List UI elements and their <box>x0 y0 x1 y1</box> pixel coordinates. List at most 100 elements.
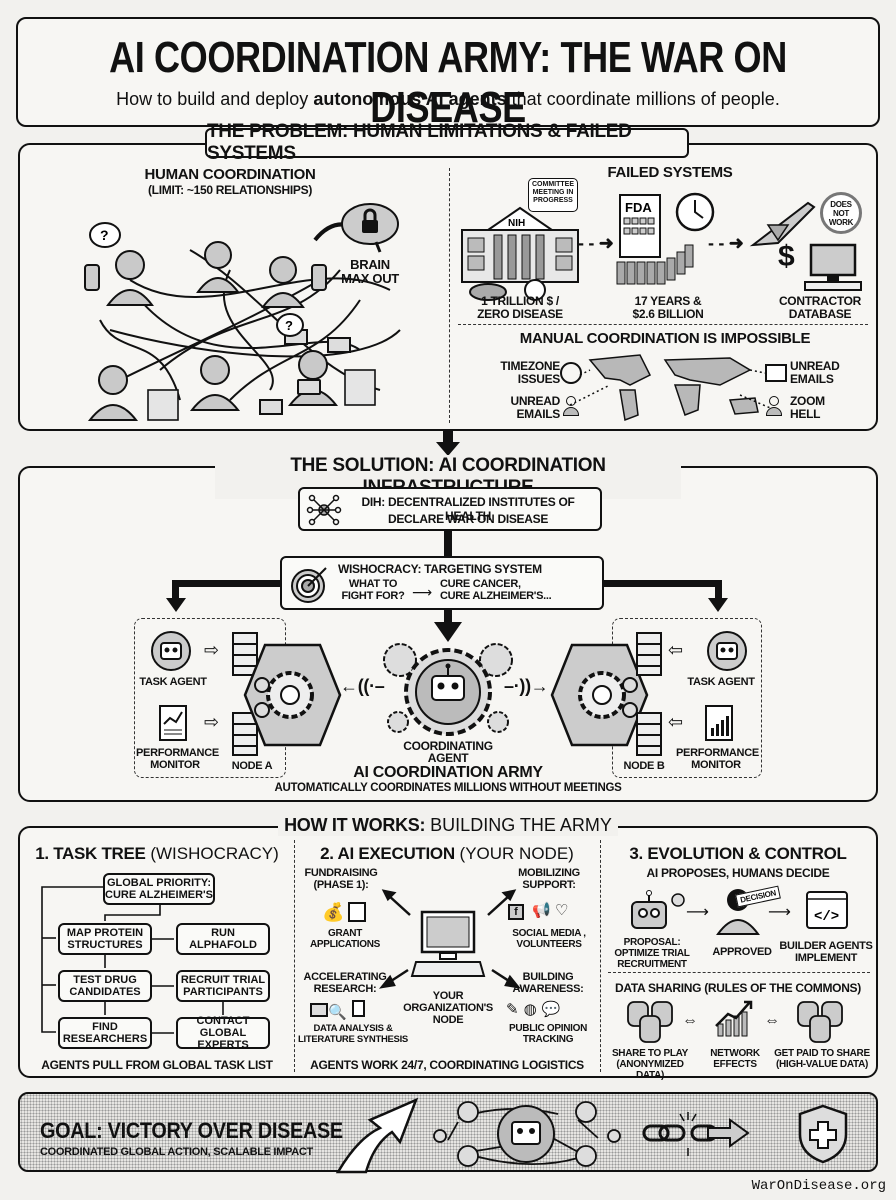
svg-text:</>: </> <box>814 909 839 925</box>
fundraising-heading: FUNDRAISING (PHASE 1): <box>296 867 386 891</box>
awareness-icons: ✎◍💬 <box>506 1000 565 1018</box>
fund-cap-1: GRANT <box>327 928 363 939</box>
human-coordination-limit: (LIMIT: ~150 RELATIONSHIPS) <box>147 183 313 197</box>
coordinating-agent-label: COORDINATING AGENT <box>398 740 498 764</box>
fda-caption-2: $2.6 BILLION <box>632 307 704 321</box>
task-node[interactable]: MAP PROTEIN STRUCTURES <box>58 923 152 955</box>
task-node[interactable]: TEST DRUG CANDIDATES <box>58 970 152 1002</box>
human-coordination-title: HUMAN COORDINATION <box>144 166 316 183</box>
envelope-icon <box>765 364 787 382</box>
person-icon <box>563 396 579 418</box>
shield-cross-icon <box>798 1104 848 1164</box>
task-node-line1: CONTACT <box>196 1015 250 1027</box>
dih-box: DIH: DECENTRALIZED INSTITUTES OF HEALTH … <box>298 487 602 531</box>
server-rack-icon <box>636 712 662 756</box>
how-title-rest: BUILDING THE ARMY <box>425 815 612 835</box>
connector-left <box>172 580 282 587</box>
task-node[interactable]: RECRUIT TRIAL PARTICIPANTS <box>176 970 270 1002</box>
goal-title: GOAL: VICTORY OVER DISEASE <box>40 1118 343 1143</box>
task-agent-label-b: TASK AGENT <box>687 676 755 688</box>
wish-q1: WHAT TO <box>348 578 398 590</box>
unread-right-label-2: EMAILS <box>790 372 834 386</box>
wishocracy-answer: CURE CANCER, CURE ALZHEIMER'S... <box>440 578 552 602</box>
your-node-label: YOUR ORGANIZATION'S NODE <box>400 990 496 1026</box>
ai-execution-title: 2. AI EXECUTION (YOUR NODE) <box>298 844 596 864</box>
task-root-2: CURE ALZHEIMER'S <box>105 889 213 901</box>
page-title: AI COORDINATION ARMY: THE WAR ON DISEASE <box>109 33 787 132</box>
network-effects-label: NETWORK EFFECTS <box>700 1048 770 1070</box>
coord-2: AGENT <box>427 751 469 765</box>
arrow-right-icon: ⟶ <box>686 904 709 921</box>
proposal-label: PROPOSAL: OPTIMIZE TRIAL RECRUITMENT <box>612 937 692 970</box>
how-title-wrap: HOW IT WORKS: BUILDING THE ARMY <box>278 815 618 836</box>
task-tree-title-bold: 1. TASK TREE <box>35 844 146 863</box>
signal-right-icon: –·))→ <box>504 676 549 696</box>
subtitle-bold: autonomous AI agents <box>313 89 507 109</box>
chart-icon <box>310 1003 328 1017</box>
node-a-hexagon-gear-icon <box>243 643 342 747</box>
server-rack-icon <box>636 632 662 676</box>
ai-execution-title-bold: 2. AI EXECUTION <box>320 844 455 863</box>
target-icon <box>291 567 327 603</box>
fighter-jet-icon <box>749 201 816 247</box>
dollar-icon: $ <box>778 240 795 273</box>
task-node[interactable]: FIND RESEARCHERS <box>58 1017 152 1049</box>
mobilizing-heading: MOBILIZING SUPPORT: <box>504 867 594 891</box>
manual-item-zoom: ZOOM HELL <box>790 395 860 421</box>
dashed-arrow-2: - - ➜ <box>708 233 744 253</box>
contractor-caption: CONTRACTOR DATABASE <box>770 295 870 321</box>
task-tree-footer: AGENTS PULL FROM GLOBAL TASK LIST <box>41 1058 273 1072</box>
arrow-down-icon <box>436 430 460 456</box>
zoom-label-2: HELL <box>790 407 821 421</box>
network-effects-chart-icon <box>715 1000 753 1037</box>
database-icon <box>627 1001 673 1043</box>
brain-label-2: MAX OUT <box>341 271 399 286</box>
wishocracy-question: WHAT TO FIGHT FOR? <box>338 578 408 602</box>
database-icon <box>797 1001 843 1043</box>
world-map-icon <box>569 354 776 422</box>
task-node[interactable]: CONTACT GLOBAL EXPERTS <box>176 1015 270 1051</box>
paper-stack-icon <box>147 369 376 421</box>
globe-icon: ◍ <box>523 1001 542 1018</box>
network-hub-icon <box>306 494 342 526</box>
monitor-b-1: PERFORMANCE <box>676 747 759 759</box>
coord-1: COORDINATING <box>403 739 493 753</box>
fund-2: (PHASE 1): <box>313 879 369 891</box>
aware-cap-2: TRACKING <box>522 1034 574 1045</box>
connector-right-down <box>715 580 722 602</box>
army-title: AI COORDINATION ARMY <box>353 764 543 781</box>
dih-line-1: DIH: DECENTRALIZED INSTITUTES OF HEALTH <box>361 495 575 523</box>
arrow-down-icon <box>434 622 462 642</box>
agent-network-icon <box>433 1101 621 1167</box>
wish-a2: CURE ALZHEIMER'S... <box>440 590 552 602</box>
contractor-caption-2: DATABASE <box>788 307 852 321</box>
phone-icon <box>84 264 327 291</box>
performance-monitor-label-a: PERFORMANCE MONITOR <box>136 747 219 771</box>
turtle-icon <box>469 283 507 301</box>
task-node-line2: GLOBAL EXPERTS <box>197 1027 249 1051</box>
stressed-person-icon <box>87 241 339 421</box>
clipboard-chart-icon <box>159 705 187 741</box>
awareness-heading: BUILDING AWARENESS: <box>500 971 596 995</box>
builder-1: BUILDER AGENTS <box>779 940 873 952</box>
edit-icon: ✎ <box>506 1001 524 1018</box>
money-bag-icon: 💰 <box>322 902 345 922</box>
footer-site[interactable]: WarOnDisease.org <box>751 1178 886 1194</box>
nih-caption-1: 1 TRILLION $ / <box>481 294 559 308</box>
share-1: SHARE TO PLAY <box>611 1048 689 1059</box>
problem-divider <box>449 168 450 423</box>
task-root-box: GLOBAL PRIORITY: CURE ALZHEIMER'S <box>103 873 215 905</box>
task-node[interactable]: RUN ALPHAFOLD <box>176 923 270 955</box>
double-arrow-icon: ⇔ <box>764 1012 780 1029</box>
node-1: YOUR <box>432 990 464 1002</box>
mob-cap-1: SOCIAL MEDIA , <box>512 928 586 939</box>
arrow-down-icon <box>708 598 728 612</box>
page-subtitle: How to build and deploy autonomous AI ag… <box>18 89 878 110</box>
accelerating-heading: ACCELERATING RESEARCH: <box>300 971 390 995</box>
mob-cap-2: VOLUNTEERS <box>516 939 582 950</box>
unread-right-label-1: UNREAD <box>790 359 840 373</box>
acc-1: ACCELERATING <box>303 971 387 983</box>
connector-center-down <box>444 610 452 624</box>
paid-1: GET PAID TO SHARE <box>774 1048 870 1059</box>
node-arrows <box>378 889 522 989</box>
